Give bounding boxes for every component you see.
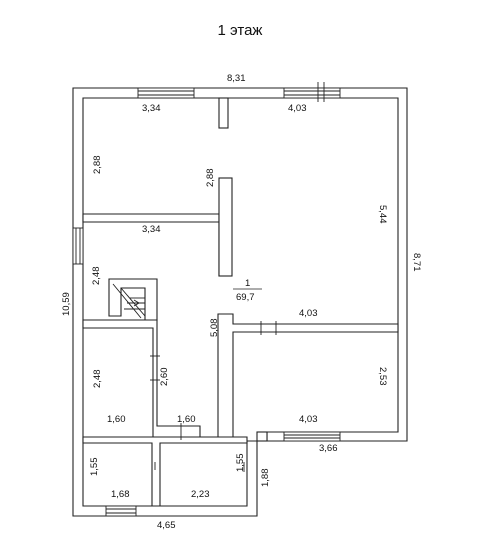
- room-number: 1: [245, 278, 250, 289]
- wall-bathrooms: [82, 436, 248, 507]
- wall-stub-top: [218, 97, 229, 129]
- dim-right-bottom-room-height: 2,53: [377, 367, 388, 386]
- dim-bath2-width: 2,23: [191, 489, 210, 500]
- dim-bath1-height: 1,55: [89, 458, 100, 477]
- window-bottom-right: [283, 431, 341, 442]
- dim-left-total: 10,59: [61, 292, 72, 316]
- dim-bath2-height: 1,55: [235, 454, 246, 473]
- dim-mid-right-width: 4,03: [299, 308, 318, 319]
- outer-wall-strip: [256, 431, 268, 442]
- dim-right-bottom-room-width: 4,03: [299, 414, 318, 425]
- dim-top-total: 8,31: [227, 73, 246, 84]
- wall-corridor: [218, 177, 233, 277]
- dim-mid-left-width: 3,34: [142, 224, 161, 235]
- door-marks: [150, 321, 277, 472]
- dim-small-room-height: 2,48: [92, 370, 103, 389]
- dim-right-total: 8,71: [411, 253, 422, 272]
- window-top-right: [283, 82, 341, 102]
- dim-stair-height: 2,48: [91, 267, 102, 286]
- dim-corridor-width: 1,60: [177, 414, 196, 425]
- dim-bottom-total: 4,65: [157, 520, 176, 531]
- window-top-left: [137, 87, 195, 99]
- window-bottom: [105, 505, 137, 517]
- dim-top-left-room-width: 3,34: [142, 103, 161, 114]
- dim-top-left-room-height: 2,88: [92, 156, 103, 175]
- stair-icon: [112, 283, 146, 319]
- outer-wall: [72, 87, 408, 517]
- floor-title: 1 этаж: [217, 22, 263, 39]
- dim-bath2-side: 1,88: [260, 469, 271, 488]
- dim-small-room-side: 2,60: [159, 368, 170, 387]
- room-area: 69,7: [236, 292, 255, 303]
- dim-top-right-room-height: 5,44: [377, 205, 388, 224]
- dim-bath1-width: 1,68: [111, 489, 130, 500]
- dim-top-right-room-width: 4,03: [288, 103, 307, 114]
- window-left: [72, 227, 84, 265]
- dim-small-room-width: 1,60: [107, 414, 126, 425]
- dim-center-wall-height: 5,08: [209, 319, 220, 338]
- dim-corridor-wall-height: 2,88: [205, 169, 216, 188]
- dim-right-bottom-window: 3,66: [319, 443, 338, 454]
- stair-block: [108, 278, 158, 321]
